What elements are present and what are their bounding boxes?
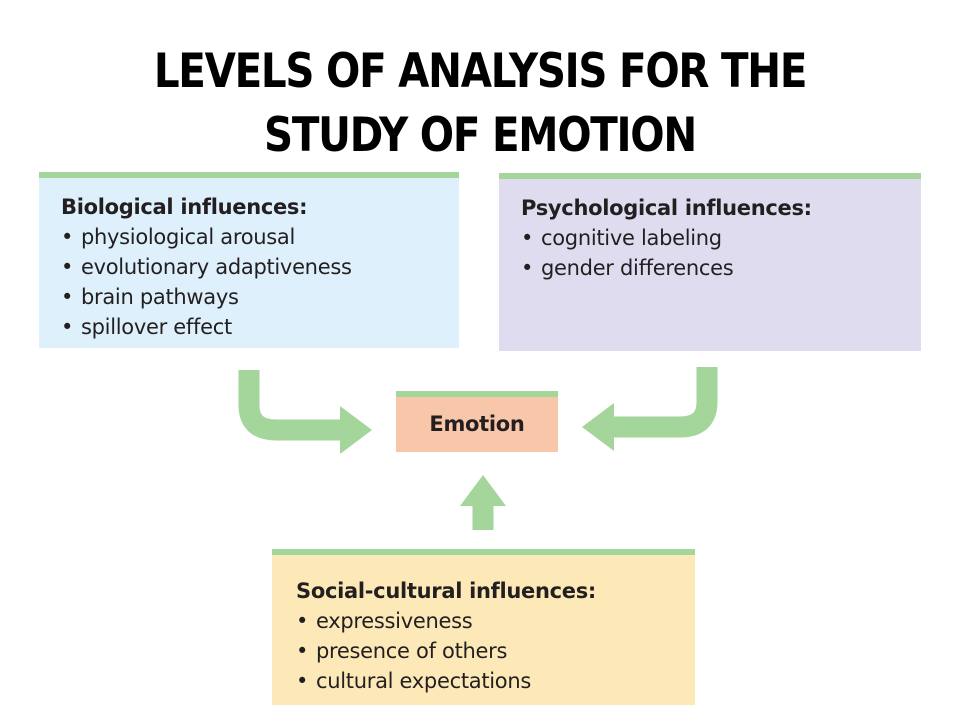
bullet-icon: •: [61, 255, 74, 279]
list-item-label: brain pathways: [81, 285, 239, 309]
bullet-icon: •: [521, 256, 534, 280]
emotion-label: Emotion: [429, 411, 525, 436]
slide-title: LEVELS OF ANALYSIS FOR THE STUDY OF EMOT…: [67, 40, 893, 168]
bullet-icon: •: [61, 225, 74, 249]
list-item: • brain pathways: [61, 282, 459, 312]
bullet-icon: •: [296, 609, 309, 633]
bullet-icon: •: [521, 226, 534, 250]
list-item-label: spillover effect: [81, 315, 232, 339]
list-item: • gender differences: [521, 253, 921, 283]
bullet-icon: •: [296, 669, 309, 693]
list-item-label: cognitive labeling: [541, 226, 722, 250]
social-cultural-influences-heading: Social-cultural influences:: [296, 579, 597, 603]
psychological-influences-heading: Psychological influences:: [521, 196, 812, 220]
list-item-label: evolutionary adaptiveness: [81, 255, 352, 279]
biological-to-emotion-arrow-shaft: [238, 370, 343, 441]
emotion-box: Emotion: [396, 391, 558, 452]
bullet-icon: •: [61, 285, 74, 309]
social-cultural-arrow-head-icon: [460, 475, 506, 506]
list-item-label: cultural expectations: [316, 669, 531, 693]
list-item: • spillover effect: [61, 312, 459, 342]
slide-title-line-2: STUDY OF EMOTION: [264, 108, 697, 163]
slide-title-line-1: LEVELS OF ANALYSIS FOR THE: [153, 44, 808, 99]
bullet-icon: •: [296, 639, 309, 663]
psychological-arrow-head-icon: [582, 403, 614, 451]
biological-influences-list: • physiological arousal • evolutionary ada…: [61, 222, 459, 342]
list-item: • physiological arousal: [61, 222, 459, 252]
list-item-label: gender differences: [541, 256, 734, 280]
psychological-influences-box: Psychological influences: • cognitive lab…: [499, 173, 921, 351]
social-cultural-influences-list: • expressiveness • presence of others • cul…: [296, 606, 695, 696]
bullet-icon: •: [61, 315, 74, 339]
list-item: • cultural expectations: [296, 666, 695, 696]
psychological-to-emotion-arrow-shaft: [612, 367, 718, 438]
biological-arrow-head-icon: [340, 406, 372, 454]
list-item: • evolutionary adaptiveness: [61, 252, 459, 282]
list-item-label: physiological arousal: [81, 225, 296, 249]
list-item-label: expressiveness: [316, 609, 473, 633]
biological-influences-heading: Biological influences:: [61, 195, 308, 219]
list-item-label: presence of others: [316, 639, 508, 663]
list-item: • expressiveness: [296, 606, 695, 636]
psychological-influences-list: • cognitive labeling • gender differences: [521, 223, 921, 283]
list-item: • cognitive labeling: [521, 223, 921, 253]
social-cultural-influences-box: Social-cultural influences: • expressiven…: [272, 549, 695, 705]
list-item: • presence of others: [296, 636, 695, 666]
biological-influences-box: Biological influences: • physiological ar…: [39, 172, 459, 348]
